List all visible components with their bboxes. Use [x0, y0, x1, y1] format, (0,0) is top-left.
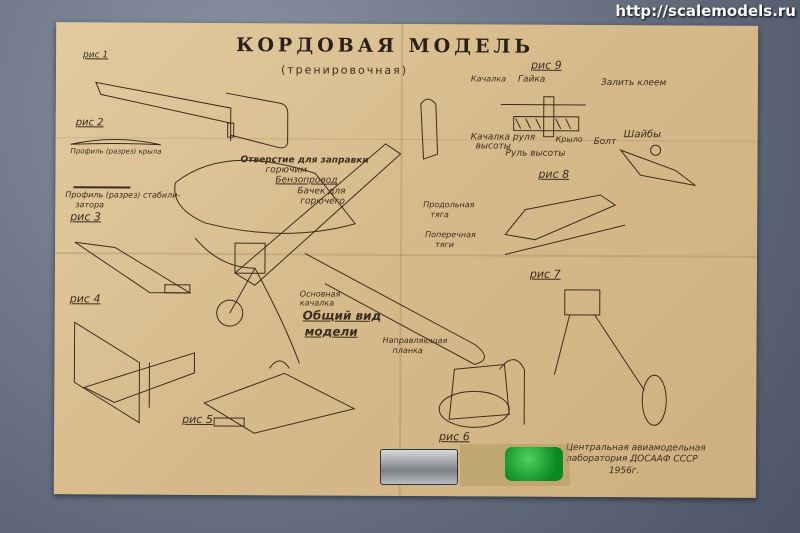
guide-label-2: планка: [392, 345, 423, 356]
credit-line-2: лаборатория ДОСААФ СССР: [565, 453, 698, 465]
wing-label: Крыло: [555, 134, 583, 144]
general-view-label: Общий вид: [302, 308, 382, 323]
fig3-label: рис 3: [70, 210, 101, 224]
washers-label: Шайбы: [623, 129, 662, 141]
fig4-label: рис 4: [69, 292, 101, 306]
fig2-label: рис 2: [75, 117, 104, 129]
fig9-drawing: [500, 96, 586, 138]
poster-subtitle: (тренировочная): [280, 63, 409, 78]
fig9-label: рис 9: [530, 58, 562, 72]
poster: КОРДОВАЯ МОДЕЛЬ (тренировочная) рис 1 ри…: [53, 22, 759, 498]
tank-label: Бачек для: [297, 186, 346, 197]
fig7-label: рис 7: [529, 267, 561, 281]
main-crank-label-2: качалка: [299, 298, 335, 308]
fig3-drawing: [74, 241, 192, 294]
metal-weight: [380, 449, 458, 485]
fig6-label: рис 6: [439, 430, 470, 444]
elevator-label: Руль высоты: [505, 148, 566, 159]
green-eraser: [505, 447, 563, 481]
fig5-drawing: [203, 360, 356, 434]
long-rod-label-2: тяга: [430, 210, 449, 220]
fig5-label: рис 5: [182, 412, 213, 426]
fig7-drawing: [553, 289, 667, 426]
cross-rod-label: Поперечная: [425, 230, 476, 240]
fuel-line-label: Бензопровод: [275, 175, 338, 186]
bolt-label: Болт: [593, 136, 617, 148]
tank-label-2: горючего: [300, 196, 345, 207]
bellcrank-label: Качалка: [470, 74, 507, 84]
guide-label: Направляющая: [382, 335, 448, 346]
stab-profile-label-2: затора: [75, 200, 105, 210]
watermark: http://scalemodels.ru: [615, 2, 796, 20]
technical-drawings: [70, 81, 696, 434]
poster-title: КОРДОВАЯ МОДЕЛЬ: [236, 34, 535, 58]
fig1-handle-drawing: [95, 81, 289, 149]
fig8-label: рис 8: [538, 167, 570, 181]
fuel-hole-label: Отверстие для заправки: [240, 155, 369, 166]
credit-year: 1956г.: [608, 466, 640, 477]
cross-rod-label-2: тяги: [435, 240, 454, 250]
wing-profile-label: Профиль (разрез) крыла: [70, 147, 162, 156]
fig2-profile: [70, 138, 161, 146]
fig8-drawing: [504, 144, 696, 256]
fuel-hole-label-2: горючим: [265, 165, 307, 176]
fig4-drawing: [73, 321, 196, 424]
credit-line-1: Центральная авиамодельная: [565, 442, 706, 454]
stab-profile-label: Профиль (разрез) стабили-: [65, 190, 181, 200]
glue-label: Залить клеем: [600, 78, 667, 89]
fig6-drawing: [438, 359, 525, 428]
airplane-drawing: [174, 98, 485, 365]
fig1-label: рис 1: [83, 50, 109, 61]
general-view-label-2: модели: [304, 324, 358, 339]
nut-label: Гайка: [517, 74, 546, 85]
long-rod-label: Продольная: [423, 200, 475, 210]
